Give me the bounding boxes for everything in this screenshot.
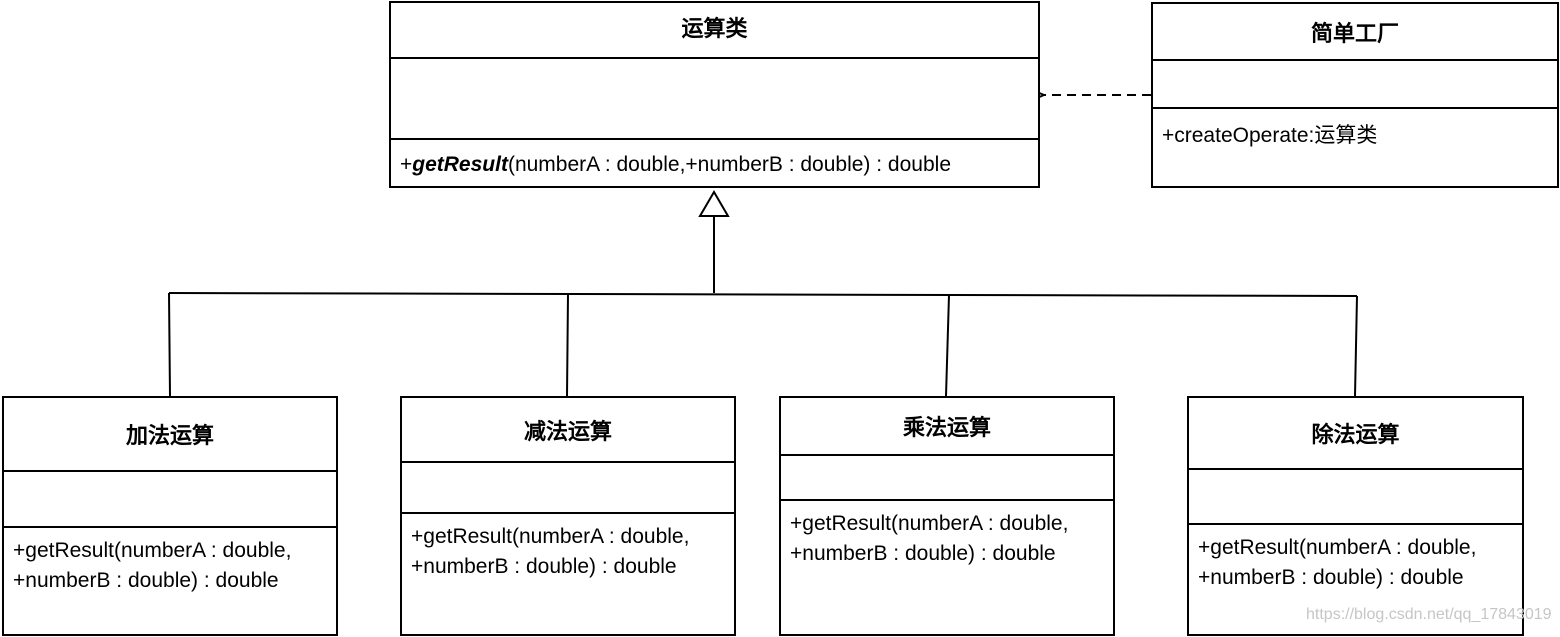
class-name: 简单工厂 xyxy=(1153,4,1557,61)
operations-compartment: +getResult(numberA : double, +numberB : … xyxy=(790,512,1069,565)
generalization-bus xyxy=(168,292,1358,297)
attributes-compartment xyxy=(1153,61,1557,109)
branch-subtract xyxy=(566,293,569,397)
operation-class[interactable]: 运算类 +getResult(numberA : double,+numberB… xyxy=(389,1,1040,188)
attributes-compartment xyxy=(1189,470,1522,525)
generalization-arrowhead xyxy=(698,190,730,217)
operations-compartment: +getResult(numberA : double,+numberB : d… xyxy=(391,140,1038,180)
multiply-operation-class[interactable]: 乘法运算 +getResult(numberA : double, +numbe… xyxy=(779,396,1115,636)
divide-operation-class[interactable]: 除法运算 +getResult(numberA : double, +numbe… xyxy=(1187,396,1524,636)
branch-add xyxy=(168,292,171,397)
class-name: 加法运算 xyxy=(4,398,336,472)
add-operation-class[interactable]: 加法运算 +getResult(numberA : double, +numbe… xyxy=(2,396,338,636)
simple-factory-class[interactable]: 简单工厂 +createOperate:运算类 xyxy=(1151,2,1559,188)
branch-multiply xyxy=(945,294,950,397)
attributes-compartment xyxy=(4,472,336,528)
class-name: 运算类 xyxy=(391,3,1038,59)
operation-signature: +getResult(numberA : double,+numberB : d… xyxy=(400,153,951,176)
abstract-method-name: getResult xyxy=(412,153,508,176)
operations-compartment: +createOperate:运算类 xyxy=(1153,109,1557,151)
attributes-compartment xyxy=(402,463,734,514)
operation-signature: +createOperate:运算类 xyxy=(1162,124,1378,147)
operations-compartment: +getResult(numberA : double, +numberB : … xyxy=(13,539,292,592)
branch-divide xyxy=(1354,295,1358,397)
operations-compartment: +getResult(numberA : double, +numberB : … xyxy=(1198,536,1477,589)
subtract-operation-class[interactable]: 减法运算 +getResult(numberA : double, +numbe… xyxy=(400,396,736,636)
attributes-compartment xyxy=(781,456,1113,501)
class-name: 减法运算 xyxy=(402,398,734,463)
class-name: 乘法运算 xyxy=(781,398,1113,456)
operations-compartment: +getResult(numberA : double, +numberB : … xyxy=(411,525,690,578)
class-name: 除法运算 xyxy=(1189,398,1522,470)
watermark: https://blog.csdn.net/qq_17843019 xyxy=(1306,606,1552,623)
attributes-compartment xyxy=(391,59,1038,140)
